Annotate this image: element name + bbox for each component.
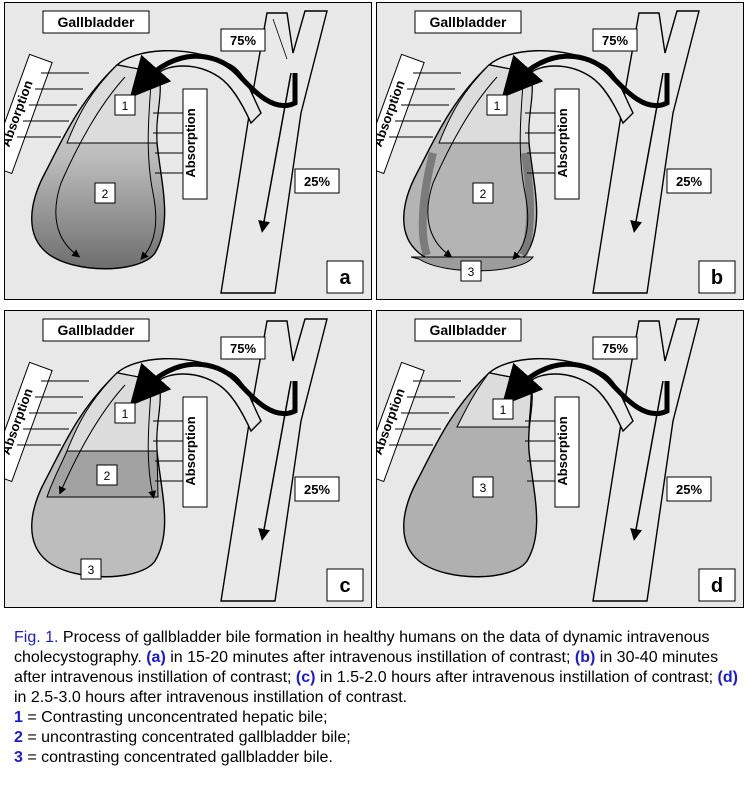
gallbladder-diagram-a: Absorption Absorption Gallbladder 75% 25…: [5, 10, 364, 294]
legend-num: 1: [14, 709, 23, 726]
gallbladder-title: Gallbladder: [429, 322, 507, 338]
legend-num: 2: [14, 729, 23, 746]
panel-d: Absorption Absorption Gallbladder 75% 25…: [376, 310, 744, 608]
legend-text: = contrasting concentrated gallbladder b…: [22, 749, 333, 766]
panel-b: Absorption Absorption Gallbladder 75% 25…: [376, 2, 744, 300]
legend-text: = Contrasting unconcentrated hepatic bil…: [22, 709, 328, 726]
gallbladder-title: Gallbladder: [429, 14, 507, 30]
pct-bottom: 25%: [304, 482, 330, 497]
caption-c-text: in 1.5-2.0 hours after intravenous insti…: [315, 669, 718, 686]
region-1-label: 1: [122, 99, 129, 113]
legend-num: 3: [14, 749, 23, 766]
pct-bottom: 25%: [676, 174, 702, 189]
pct-bottom: 25%: [676, 482, 702, 497]
gallbladder-title: Gallbladder: [57, 14, 135, 30]
absorption-label-right: Absorption: [183, 108, 198, 177]
panel-letter: c: [339, 575, 350, 597]
caption-d-label: (d): [717, 669, 738, 686]
caption-d-text: in 2.5-3.0 hours after intravenous insti…: [14, 689, 408, 706]
region-2-label: 2: [480, 187, 487, 201]
caption-paragraph: Fig. 1. Process of gallbladder bile form…: [14, 628, 738, 708]
pct-top: 75%: [602, 341, 628, 356]
absorption-label-right: Absorption: [555, 416, 570, 485]
pct-top: 75%: [230, 341, 256, 356]
gallbladder-diagram-b: Absorption Absorption Gallbladder 75% 25…: [377, 10, 736, 294]
region-2-label: 2: [102, 187, 109, 201]
pct-top: 75%: [602, 33, 628, 48]
region-1-label: 1: [494, 99, 501, 113]
caption-intro: Process of gallbladder bile formation in…: [14, 629, 710, 666]
caption-b-text: in 30-40 minutes after intravenous insti…: [14, 649, 719, 686]
caption-a-label: (a): [146, 649, 166, 666]
absorption-label-right: Absorption: [555, 108, 570, 177]
panel-c: Absorption Absorption Gallbladder 75% 25…: [4, 310, 372, 608]
region-3-label: 3: [88, 563, 95, 577]
figure-caption: Fig. 1. Process of gallbladder bile form…: [14, 628, 738, 768]
region-1-label: 1: [122, 407, 129, 421]
region-3-label: 3: [468, 265, 475, 279]
pct-bottom: 25%: [304, 174, 330, 189]
legend-item-2: 2 = uncontrasting concentrated gallbladd…: [14, 728, 738, 748]
panel-letter: a: [339, 267, 351, 289]
gallbladder-title: Gallbladder: [57, 322, 135, 338]
absorption-label-right: Absorption: [183, 416, 198, 485]
legend-text: = uncontrasting concentrated gallbladder…: [22, 729, 351, 746]
legend-item-1: 1 = Contrasting unconcentrated hepatic b…: [14, 708, 738, 728]
region-2-label: 2: [104, 469, 111, 483]
caption-a-text: in 15-20 minutes after intravenous insti…: [165, 649, 575, 666]
fig-label: Fig. 1.: [14, 629, 59, 646]
panel-letter: d: [711, 575, 723, 597]
region-3-label: 3: [480, 481, 487, 495]
legend-item-3: 3 = contrasting concentrated gallbladder…: [14, 748, 738, 768]
caption-c-label: (c): [295, 669, 316, 686]
pct-top: 75%: [230, 33, 256, 48]
gallbladder-diagram-d: Absorption Absorption Gallbladder 75% 25…: [377, 318, 736, 602]
region-1-label: 1: [500, 403, 507, 417]
panel-a: Absorption Absorption Gallbladder 75% 25…: [4, 2, 372, 300]
gallbladder-diagram-c: Absorption Absorption Gallbladder 75% 25…: [5, 318, 364, 602]
panel-letter: b: [711, 267, 723, 289]
caption-b-label: (b): [574, 649, 596, 666]
